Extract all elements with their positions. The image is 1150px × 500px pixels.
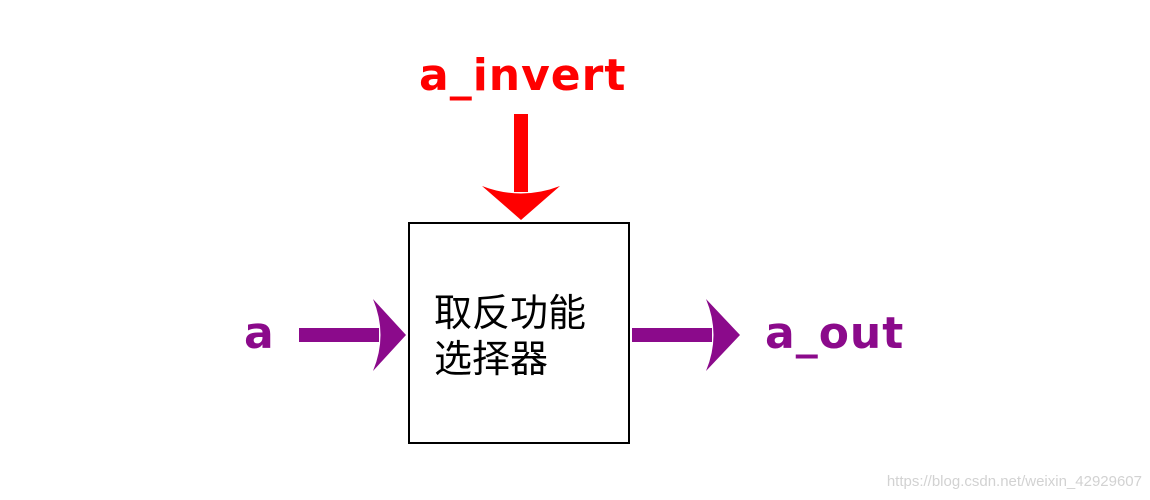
invert-arrow bbox=[482, 114, 560, 220]
invert-arrow-head bbox=[482, 186, 560, 220]
watermark: https://blog.csdn.net/weixin_42929607 bbox=[886, 473, 1142, 490]
invert-signal-label: a_invert bbox=[419, 50, 627, 101]
block-text: 取反功能 选择器 bbox=[434, 290, 586, 382]
input-arrow-shaft bbox=[299, 328, 379, 342]
output-arrow-shaft bbox=[632, 328, 712, 342]
block-text-line-2: 选择器 bbox=[434, 337, 549, 381]
output-arrow-head bbox=[706, 299, 740, 371]
output-signal-label: a_out bbox=[765, 308, 905, 359]
input-arrow-head bbox=[373, 299, 406, 371]
input-signal-label: a bbox=[244, 308, 274, 359]
block-text-line-1: 取反功能 bbox=[434, 291, 587, 335]
invert-arrow-shaft bbox=[514, 114, 528, 192]
input-arrow bbox=[299, 299, 406, 371]
output-arrow bbox=[632, 299, 740, 371]
inverter-selector-block: 取反功能 选择器 bbox=[408, 222, 630, 444]
